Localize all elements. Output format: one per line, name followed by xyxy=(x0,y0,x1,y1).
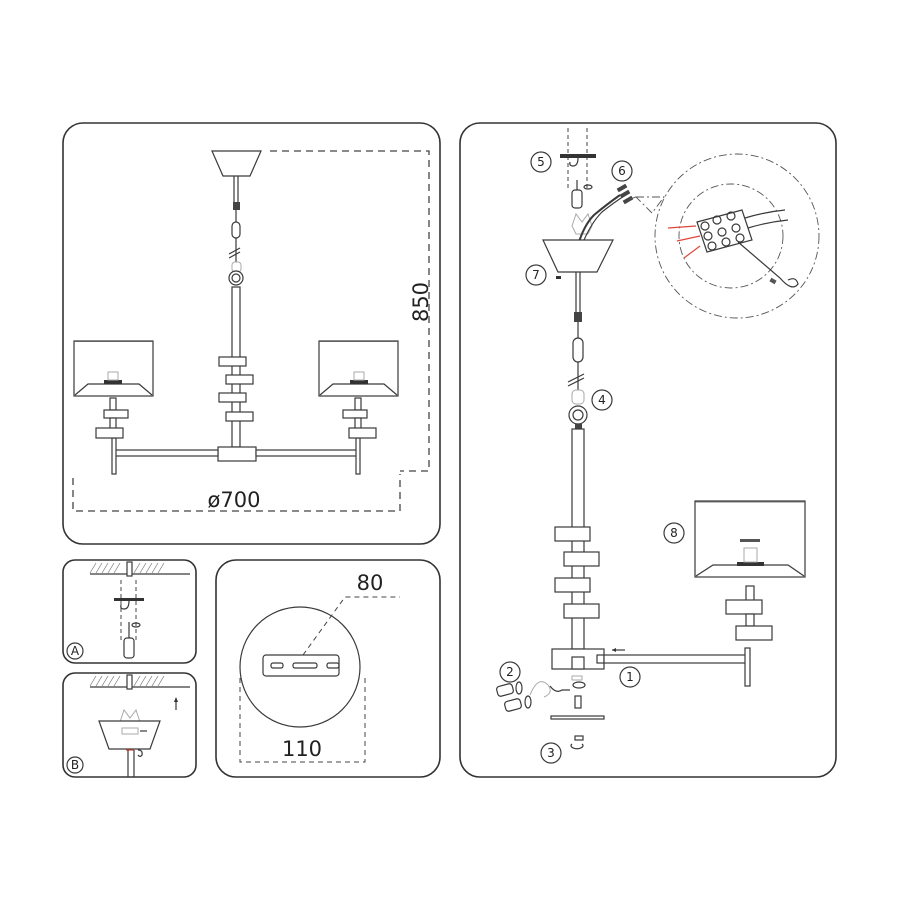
rod-disc xyxy=(218,392,247,403)
assembly-panel: 1 2 3 4 5 6 7 8 xyxy=(459,122,837,778)
wire-bundle xyxy=(577,194,621,246)
svg-text:3: 3 xyxy=(547,746,555,760)
canopy-outline xyxy=(239,606,361,728)
arm-hub xyxy=(217,446,257,462)
eye-ring xyxy=(228,270,244,286)
ceiling-hatch xyxy=(89,562,165,574)
callout-1: 1 xyxy=(619,666,641,688)
svg-text:6: 6 xyxy=(618,164,626,178)
svg-text:7: 7 xyxy=(532,268,540,282)
canopy-diameter-label: 110 xyxy=(282,737,322,761)
callout-2: 2 xyxy=(499,661,521,683)
svg-text:2: 2 xyxy=(506,665,514,679)
rod-disc xyxy=(563,551,600,567)
chain-clamp xyxy=(574,312,582,322)
height-dimension-label: 850 xyxy=(409,282,433,322)
wiring-detail-magnifier xyxy=(625,153,820,319)
step-a-panel: A xyxy=(62,559,197,664)
step-a-label: A xyxy=(71,644,80,658)
diameter-dimension-line xyxy=(72,474,401,512)
rod-disc xyxy=(218,356,247,367)
height-dimension-line xyxy=(270,150,430,472)
ceiling-canopy xyxy=(542,239,614,273)
rod-disc xyxy=(225,411,254,422)
step-b-label: B xyxy=(71,758,79,772)
mounting-bracket xyxy=(114,598,144,601)
svg-text:8: 8 xyxy=(670,526,678,540)
svg-text:1: 1 xyxy=(626,670,634,684)
callout-5: 5 xyxy=(530,151,552,173)
svg-text:5: 5 xyxy=(537,155,545,169)
callout-3: 3 xyxy=(540,742,562,764)
mount-plate-panel: 80 110 xyxy=(215,559,441,778)
right-lampshade xyxy=(318,340,399,397)
up-arrow-icon xyxy=(174,697,178,710)
callout-8: 8 xyxy=(663,522,685,544)
overview-panel: 850 ø700 xyxy=(62,122,441,545)
screwdriver-icon xyxy=(571,180,583,209)
rod-disc xyxy=(554,526,591,542)
ceiling-hatch xyxy=(89,675,165,687)
canopy xyxy=(98,720,161,750)
callout-7: 7 xyxy=(525,264,547,286)
callout-4: 4 xyxy=(591,389,613,411)
step-b-panel: B xyxy=(62,672,197,778)
chain-clamp xyxy=(233,202,240,210)
rod-disc xyxy=(554,577,591,593)
eye-ring xyxy=(568,405,588,425)
left-arm xyxy=(114,449,219,457)
svg-text:4: 4 xyxy=(598,393,606,407)
bulb-icon xyxy=(496,681,570,712)
mounting-bracket xyxy=(560,154,596,158)
left-lampshade xyxy=(73,340,154,397)
right-arm xyxy=(255,449,360,457)
rod-disc xyxy=(225,374,254,385)
diameter-dimension-label: ø700 xyxy=(208,488,261,512)
arm xyxy=(603,654,747,664)
ceiling-canopy xyxy=(211,150,262,177)
rod-disc xyxy=(563,603,600,619)
central-rod xyxy=(231,286,241,448)
screwdriver-icon xyxy=(123,622,135,659)
callout-6: 6 xyxy=(611,160,633,182)
plate-length-label: 80 xyxy=(357,571,384,595)
